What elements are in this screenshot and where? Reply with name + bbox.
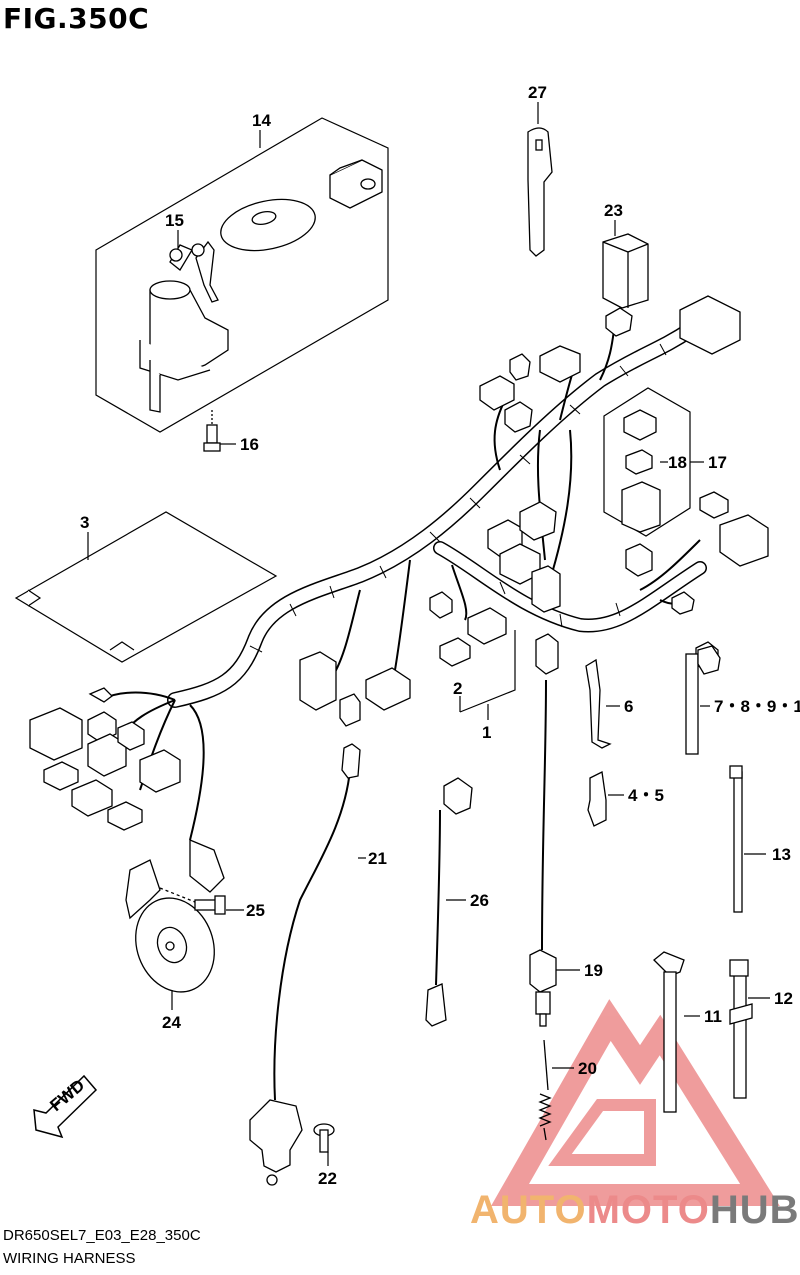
callout-7-10: 7・8・9・10 — [714, 697, 800, 716]
callout-25: 25 — [246, 901, 265, 920]
neutral-switch-icon — [529, 633, 559, 1027]
callout-26: 26 — [470, 891, 489, 910]
callout-24: 24 — [162, 1013, 181, 1032]
sensor-26-icon — [425, 777, 473, 1027]
callout-16: 16 — [240, 435, 259, 454]
callout-12: 12 — [774, 989, 793, 1008]
key-icon — [527, 127, 553, 257]
harness-tape-marks — [249, 343, 667, 653]
callout-17: 17 — [708, 453, 727, 472]
watermark-part-2: MOTO — [586, 1188, 710, 1232]
callout-11: 11 — [704, 1007, 722, 1026]
ignition-set-box — [95, 117, 389, 433]
watermark-text: AUTOMOTOHUB — [470, 1188, 800, 1233]
callout-19: 19 — [584, 961, 603, 980]
callout-20: 20 — [578, 1059, 597, 1078]
callout-1: 1 — [482, 723, 491, 742]
callout-27: 27 — [528, 83, 547, 102]
instruction-sheet-icon — [14, 511, 278, 663]
fwd-arrow-icon: FWD — [33, 1074, 98, 1139]
callout-15: 15 — [165, 211, 184, 230]
harness-trunk — [99, 322, 707, 841]
watermark-part-1: AUTO — [470, 1188, 587, 1232]
cable-tie-7-10-icon — [685, 645, 721, 755]
callout-23: 23 — [604, 201, 623, 220]
callout-13: 13 — [772, 845, 791, 864]
lock-cover-icon — [329, 159, 383, 209]
callout-22: 22 — [318, 1169, 337, 1188]
screw-22-icon — [313, 1123, 335, 1153]
cable-tie-12-icon — [729, 959, 753, 1099]
callout-6: 6 — [624, 697, 633, 716]
connector-21-icon — [341, 743, 361, 779]
horn-icon — [125, 859, 215, 993]
callout-18: 18 — [668, 453, 687, 472]
callout-labels: 14 15 16 27 23 18 17 3 2 1 6 7・8・9・10 4・… — [80, 83, 800, 1188]
switch-cover-icon — [220, 198, 316, 252]
fuse-holder-icon — [621, 409, 661, 533]
figure-code: DR650SEL7_E03_E28_350C — [3, 1227, 201, 1244]
callout-21: 21 — [368, 849, 387, 868]
callout-2: 2 — [453, 679, 462, 698]
callout-3: 3 — [80, 513, 89, 532]
cable-21-icon — [273, 769, 351, 1101]
clamp-6-icon — [585, 658, 612, 749]
fuse-box-icon — [603, 387, 691, 537]
harness-connectors — [29, 295, 769, 893]
leader-lines — [87, 102, 770, 1166]
sidestand-switch-icon — [249, 1099, 303, 1186]
figure-caption: WIRING HARNESS — [3, 1250, 136, 1267]
cable-tie-13-icon — [729, 765, 743, 913]
relay-icon — [602, 233, 649, 309]
callout-14: 14 — [252, 111, 271, 130]
watermark-logo — [491, 999, 780, 1206]
clamp-4-5-icon — [587, 771, 607, 827]
ignition-switch-icon — [139, 240, 229, 413]
callout-4-5: 4・5 — [628, 786, 664, 805]
figure-title: FIG.350C — [3, 2, 150, 35]
bolt-25-icon — [159, 887, 226, 915]
watermark-part-3: HUB — [709, 1188, 800, 1232]
bolt-16-icon — [203, 410, 221, 452]
cable-tie-11-icon — [653, 951, 685, 1113]
spring-icon — [538, 1039, 552, 1141]
